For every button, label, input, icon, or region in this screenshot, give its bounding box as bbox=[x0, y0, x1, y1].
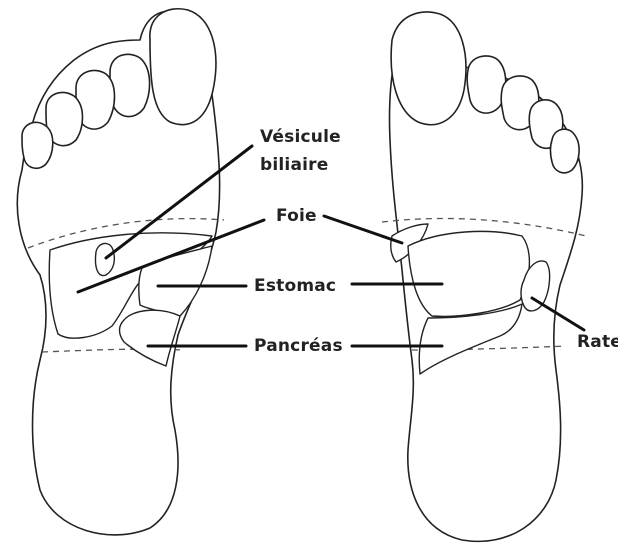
vesicule-label-line1: Vésicule bbox=[260, 127, 341, 147]
left-toe-2 bbox=[110, 54, 150, 116]
left-foot bbox=[17, 9, 224, 535]
vesicule-label-line2: biliaire bbox=[260, 155, 328, 175]
right-toe-5 bbox=[551, 129, 580, 173]
estomac-label: Estomac bbox=[254, 276, 336, 296]
foie-right-leader-line bbox=[324, 216, 402, 243]
right-toe-2 bbox=[467, 56, 506, 113]
right-big-toe bbox=[391, 12, 466, 125]
foie-label: Foie bbox=[276, 206, 317, 226]
left-gallbladder-organ bbox=[95, 243, 114, 275]
pancreas-label: Pancréas bbox=[254, 336, 343, 356]
right-stomach-organ bbox=[408, 231, 529, 316]
left-toe-5 bbox=[22, 122, 53, 168]
right-foot bbox=[382, 12, 586, 541]
rate-label: Rate bbox=[577, 332, 618, 352]
left-big-toe bbox=[150, 9, 216, 125]
